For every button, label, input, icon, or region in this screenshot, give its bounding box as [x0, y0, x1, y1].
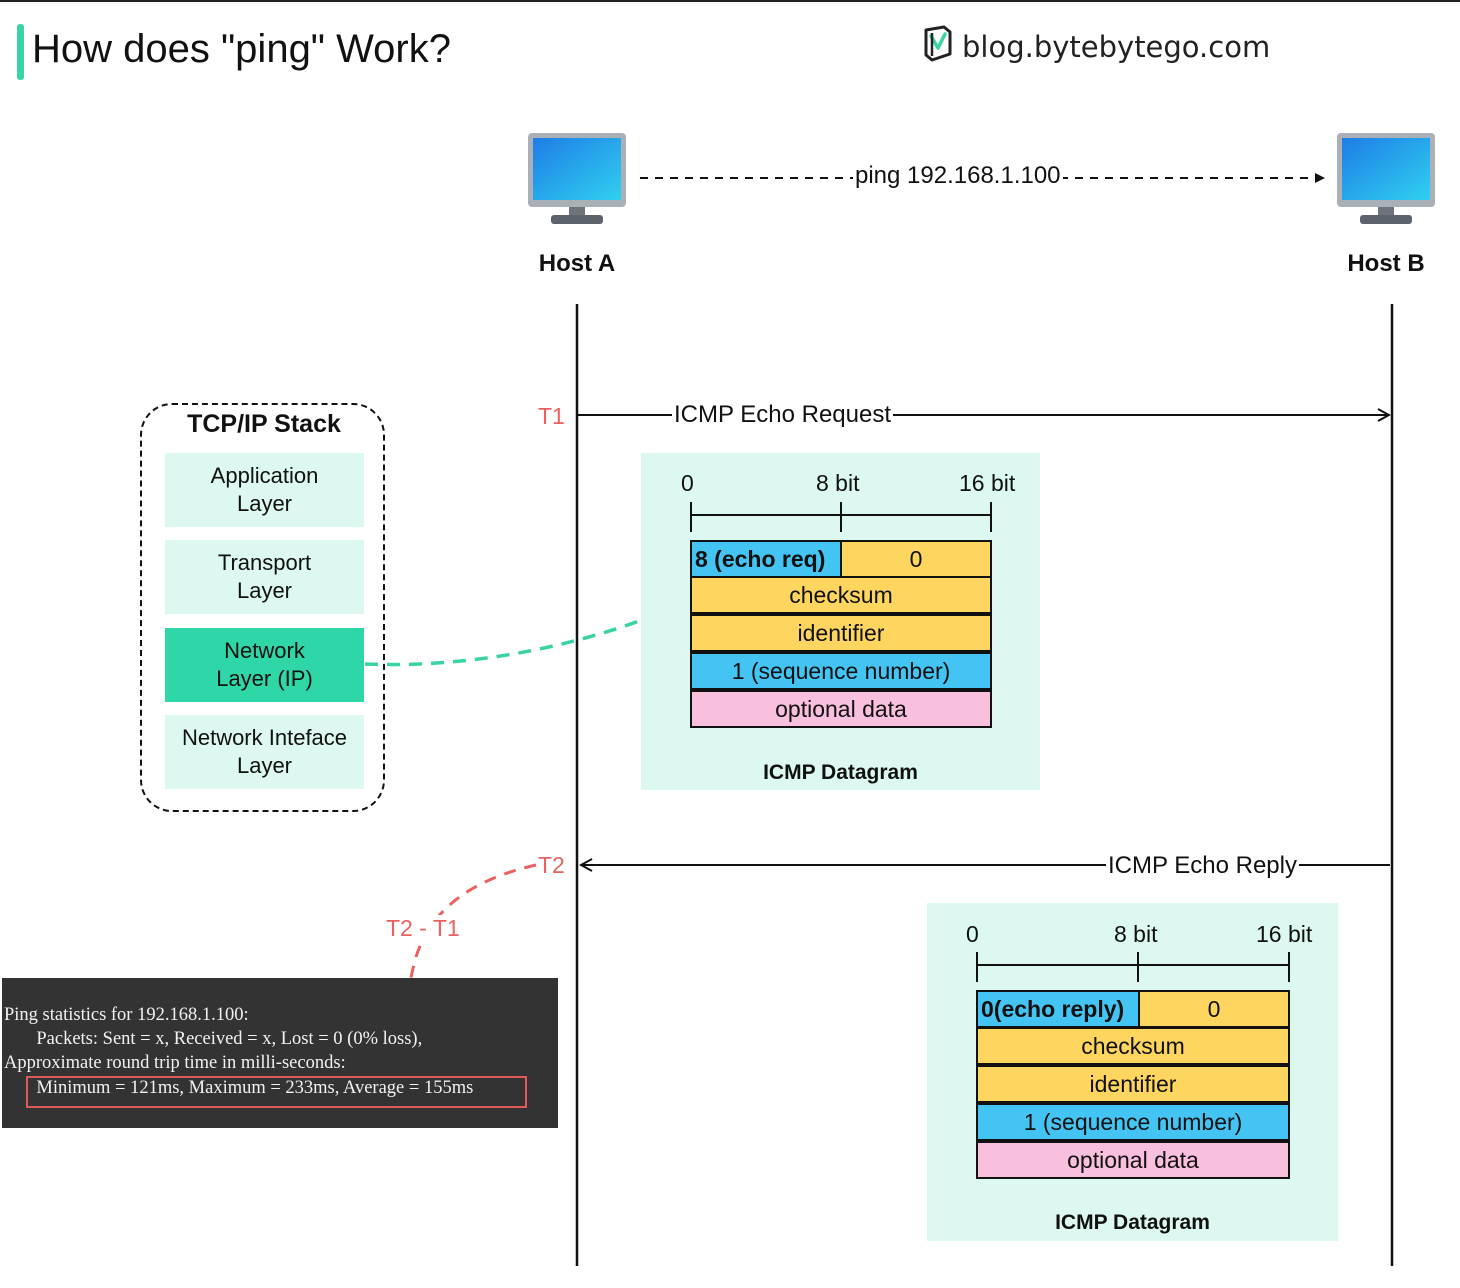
ping-terminal-output [2, 978, 558, 1128]
rtt-label: T2 - T1 [386, 915, 460, 942]
application-layer: Application Layer [165, 453, 364, 527]
reply-optional-data-field: optional data [976, 1141, 1290, 1179]
title-accent-bar [17, 24, 24, 80]
reply-identifier-field: identifier [976, 1065, 1290, 1103]
terminal-line-rtt-heading: Approximate round trip time in milli-sec… [4, 1053, 346, 1073]
brand-url: blog.bytebytego.com [962, 30, 1271, 64]
request-ruler-tick-0 [690, 502, 692, 532]
reply-bit-0: 0 [966, 921, 979, 947]
transport-layer: Transport Layer [165, 540, 364, 614]
request-type-field: 8 (echo req) [690, 540, 842, 578]
bytebytego-logo-icon [924, 25, 952, 62]
request-datagram-caption: ICMP Datagram [763, 761, 918, 784]
top-divider [0, 0, 1460, 2]
reply-bit-8: 8 bit [1114, 921, 1158, 947]
request-bit-0: 0 [681, 470, 694, 496]
request-ruler-tick-16 [990, 502, 992, 532]
request-ruler-tick-8 [840, 502, 842, 532]
request-sequence-field: 1 (sequence number) [690, 652, 992, 690]
t2-label: T2 [538, 852, 565, 878]
reply-ruler-tick-0 [976, 952, 978, 982]
tcpip-stack-title: TCP/IP Stack [187, 410, 341, 438]
request-checksum-field: checksum [690, 576, 992, 614]
request-optional-data-field: optional data [690, 690, 992, 728]
rtt-values-highlight [26, 1076, 527, 1108]
terminal-line-packets: Packets: Sent = x, Received = x, Lost = … [4, 1029, 423, 1049]
reply-sequence-field: 1 (sequence number) [976, 1103, 1290, 1141]
terminal-line-statistics: Ping statistics for 192.168.1.100: [4, 1005, 249, 1025]
t1-label: T1 [538, 403, 565, 429]
page-title: How does "ping" Work? [32, 27, 451, 71]
network-layer-link [364, 618, 643, 667]
echo-request-label: ICMP Echo Request [672, 401, 893, 429]
host-a-label: Host A [538, 250, 616, 277]
request-identifier-field: identifier [690, 614, 992, 652]
ping-command-label: ping 192.168.1.100 [853, 162, 1063, 190]
reply-checksum-field: checksum [976, 1027, 1290, 1065]
reply-datagram-caption: ICMP Datagram [1055, 1211, 1210, 1234]
network-layer: Network Layer (IP) [165, 628, 364, 702]
reply-bit-ruler [976, 964, 1290, 966]
reply-type-field: 0(echo reply) [976, 990, 1140, 1028]
terminal-line-rtt-values: Minimum = 121ms, Maximum = 233ms, Averag… [4, 1078, 474, 1098]
request-bit-16: 16 bit [959, 470, 1016, 496]
host-b-label: Host B [1347, 250, 1425, 277]
network-interface-layer: Network Inteface Layer [165, 715, 364, 789]
request-code-field: 0 [840, 540, 992, 578]
reply-code-field: 0 [1138, 990, 1290, 1028]
reply-bit-16: 16 bit [1256, 921, 1313, 947]
tcpip-stack-container [140, 403, 385, 812]
reply-ruler-tick-8 [1137, 952, 1139, 982]
host-a-monitor-icon [528, 133, 626, 224]
host-b-monitor-icon [1337, 133, 1435, 224]
request-bit-8: 8 bit [816, 470, 860, 496]
echo-reply-label: ICMP Echo Reply [1106, 852, 1299, 880]
reply-ruler-tick-16 [1288, 952, 1290, 982]
